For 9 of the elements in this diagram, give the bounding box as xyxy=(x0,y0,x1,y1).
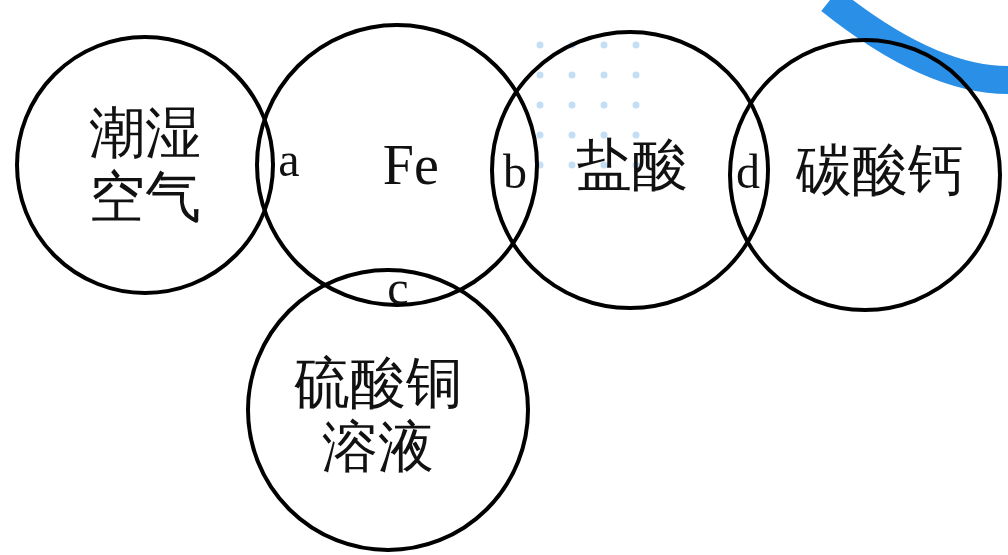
set-label: Fe xyxy=(381,133,440,198)
intersection-label: b xyxy=(503,148,527,196)
set-label: 潮湿空气 xyxy=(87,100,202,230)
intersection-label: d xyxy=(736,148,760,196)
intersection-label: a xyxy=(278,136,300,184)
set-label: 碳酸钙 xyxy=(795,138,966,203)
intersection-label: c xyxy=(387,264,409,312)
set-label: 盐酸 xyxy=(574,133,689,198)
set-label: 硫酸铜溶液 xyxy=(293,350,464,480)
